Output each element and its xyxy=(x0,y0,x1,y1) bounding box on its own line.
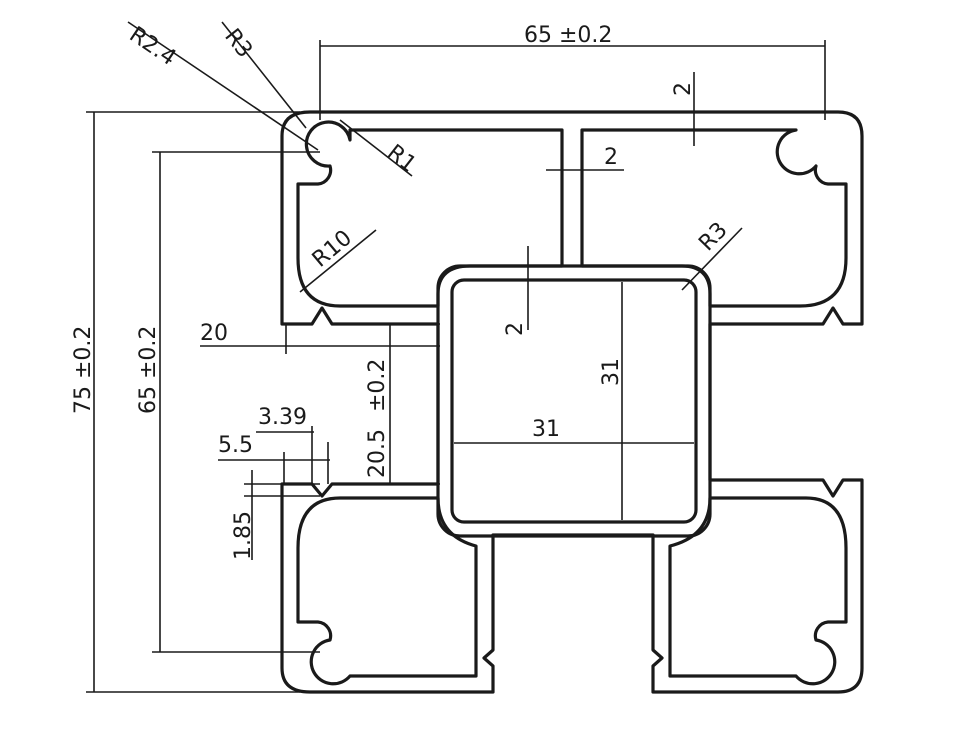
label-dim-20-5: 20.5 xyxy=(365,429,390,478)
label-height-slot-span: 65 ±0.2 xyxy=(136,326,161,414)
label-core-height: 31 xyxy=(599,358,624,386)
dimension-height-75 xyxy=(86,111,300,693)
dimension-leaders xyxy=(127,21,743,560)
label-core-width: 31 xyxy=(532,417,560,442)
label-wall-2-center: 2 xyxy=(503,322,528,336)
cavity-bottom-right xyxy=(668,496,848,686)
label-width-overall: 65 ±0.2 xyxy=(524,23,612,48)
cavity-bottom-left xyxy=(296,496,478,686)
label-dim-tolerance: ±0.2 xyxy=(365,359,390,412)
label-radius-r1: R1 xyxy=(382,140,420,178)
label-wall-2-top: 2 xyxy=(671,82,696,96)
label-dim-1-85: 1.85 xyxy=(231,511,256,560)
dimension-width-top xyxy=(319,40,826,120)
label-radius-r3-right: R3 xyxy=(694,218,732,256)
label-radius-r24: R2.4 xyxy=(125,22,181,71)
cavity-top-right xyxy=(580,128,848,308)
label-dim-20: 20 xyxy=(200,321,228,346)
label-height-overall: 75 ±0.2 xyxy=(71,326,96,414)
cavity-top-left xyxy=(296,120,564,308)
dimension-height-65 xyxy=(152,151,320,653)
core-wall-inner xyxy=(450,278,698,524)
label-radius-r3-top: R3 xyxy=(219,24,257,62)
label-dim-3-39: 3.39 xyxy=(258,405,307,430)
label-dim-5-5: 5.5 xyxy=(218,433,253,458)
label-wall-2-mid: 2 xyxy=(604,145,618,170)
core-wall-outer xyxy=(436,264,712,538)
